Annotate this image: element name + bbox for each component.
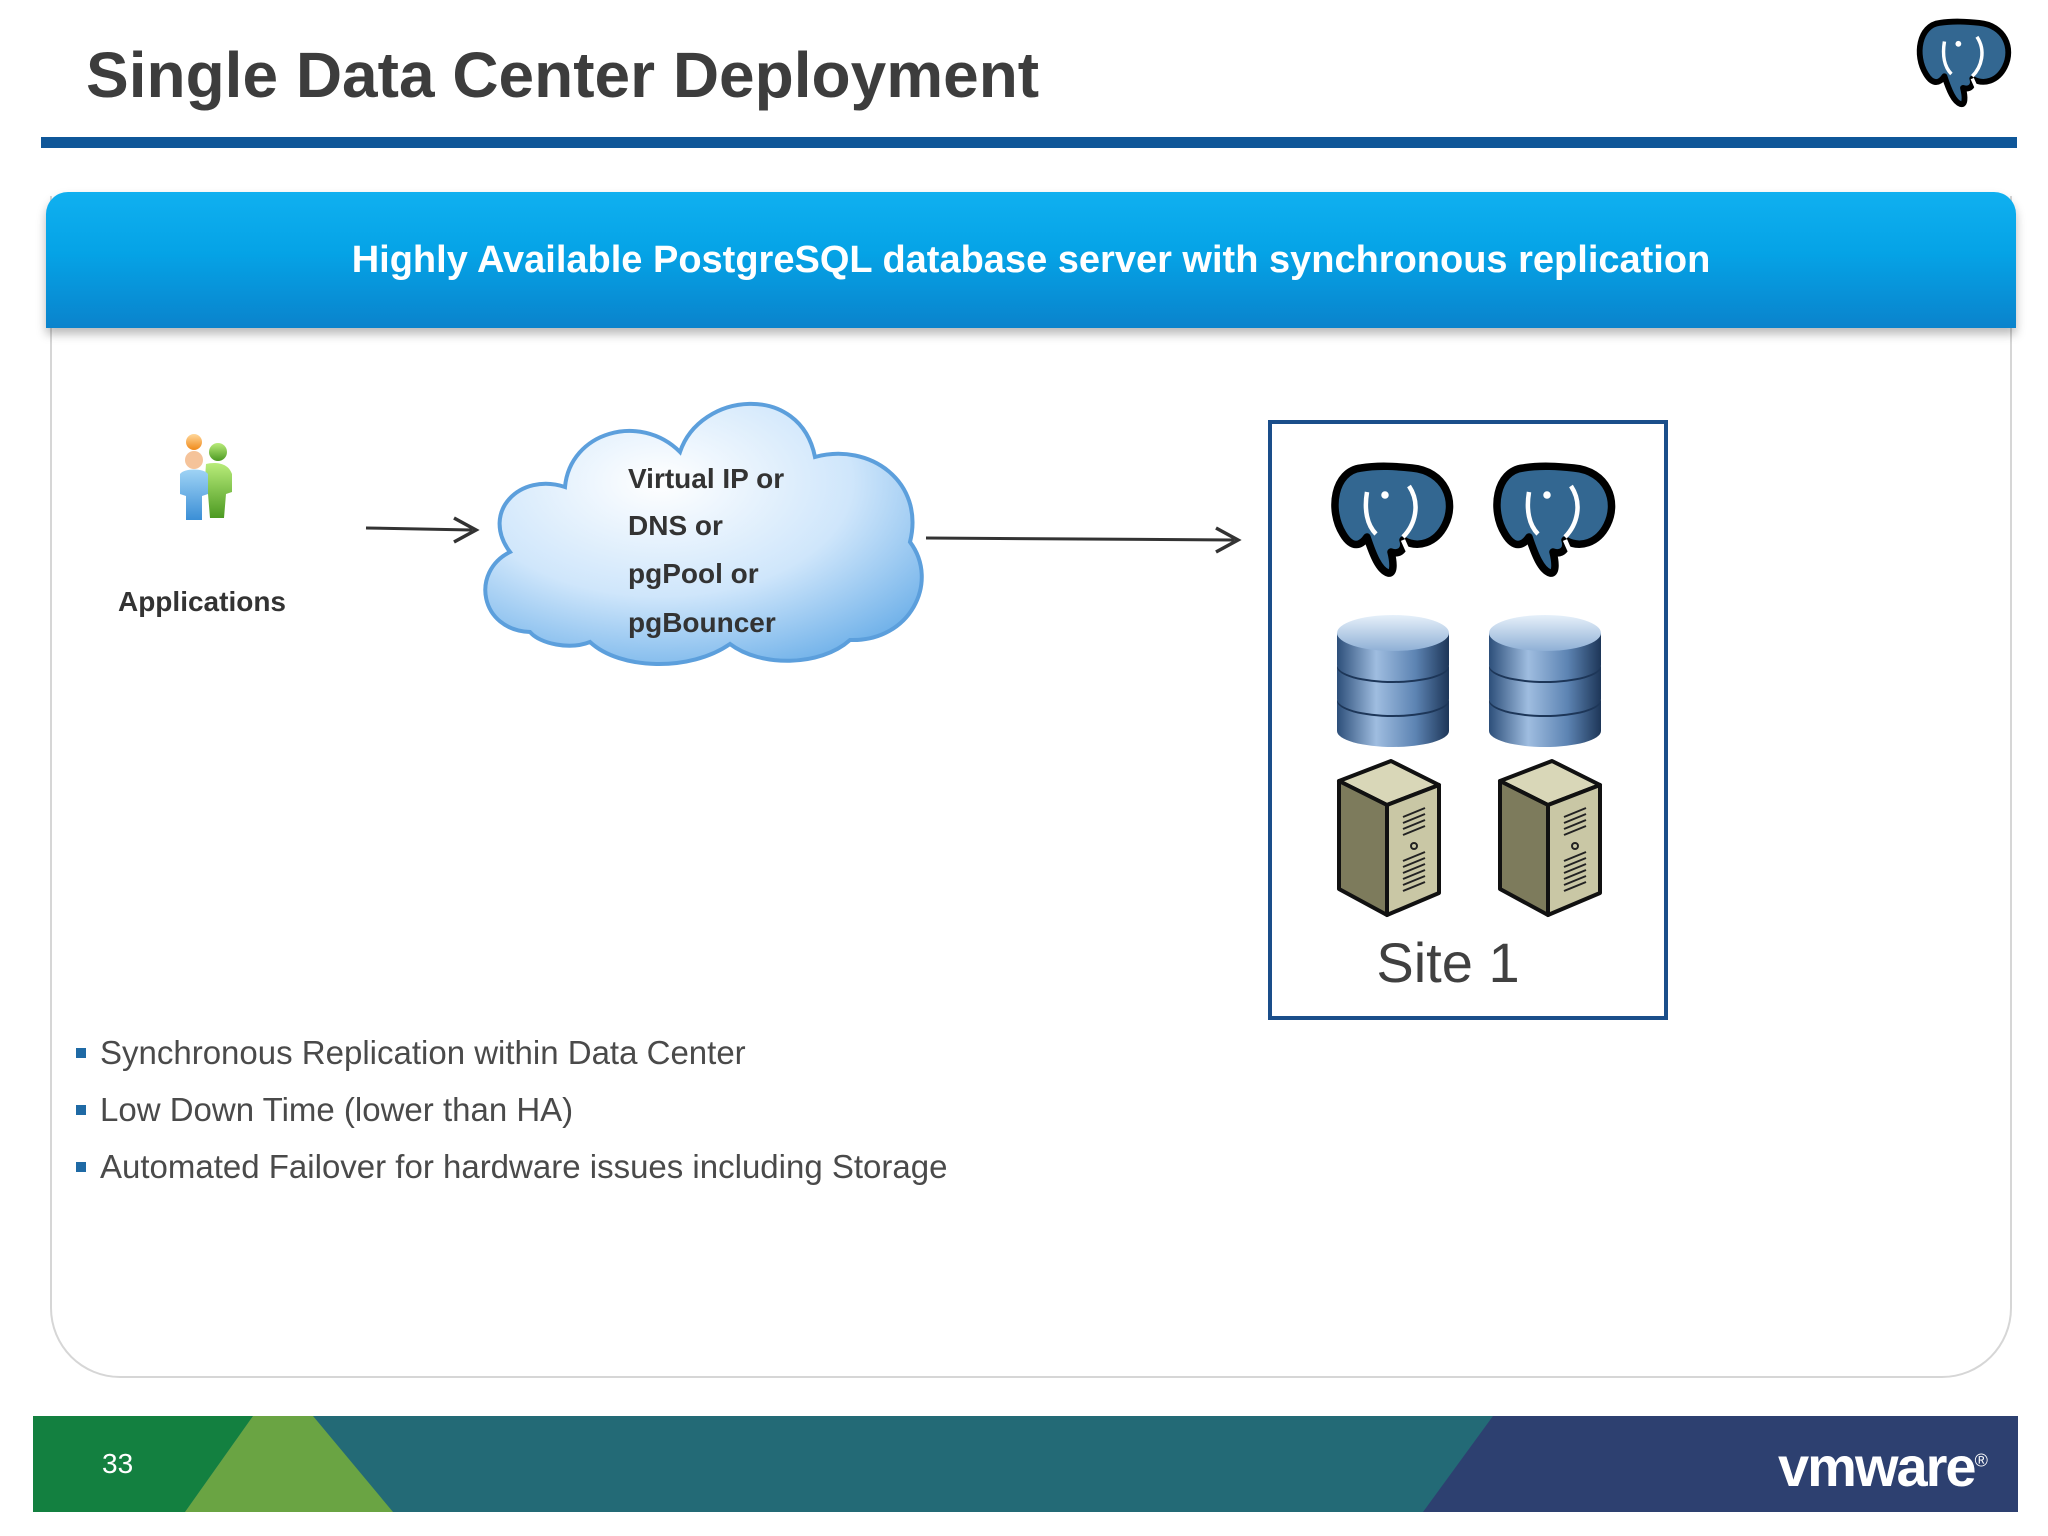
- cloud-line: Virtual IP or: [628, 463, 785, 494]
- postgresql-elephant-icon: [1331, 462, 1454, 585]
- banner-text: Highly Available PostgreSQL database ser…: [351, 238, 1711, 281]
- bullet-marker: [76, 1048, 86, 1058]
- vmware-logo-text: vmware: [1778, 1435, 1977, 1498]
- bullet-text: Synchronous Replication within Data Cent…: [100, 1034, 746, 1071]
- bullet-item: Low Down Time (lower than HA): [74, 1081, 947, 1138]
- banner: Highly Available PostgreSQL database ser…: [46, 192, 2016, 328]
- cloud-line: pgBouncer: [628, 607, 776, 638]
- bullet-list: Synchronous Replication within Data Cent…: [74, 1024, 947, 1195]
- postgresql-elephant-icon: [1493, 462, 1616, 585]
- bullet-marker: [76, 1162, 86, 1172]
- bullet-marker: [76, 1105, 86, 1115]
- vmware-logo: vmware®: [1778, 1434, 1988, 1499]
- cloud-icon: [483, 401, 924, 666]
- cloud-line: pgPool or: [628, 558, 759, 589]
- applications-label: Applications: [117, 586, 286, 617]
- footer-bar: [33, 1416, 2018, 1512]
- bullet-text: Low Down Time (lower than HA): [100, 1091, 574, 1128]
- server-icon: [1498, 759, 1602, 917]
- postgresql-elephant-icon: [1916, 18, 2012, 113]
- bullet-item: Automated Failover for hardware issues i…: [74, 1138, 947, 1195]
- bullet-item: Synchronous Replication within Data Cent…: [74, 1024, 947, 1081]
- database-icon: [1337, 615, 1449, 747]
- page-number: 33: [102, 1448, 134, 1479]
- server-icon: [1337, 759, 1441, 917]
- title-underline: [41, 137, 2017, 148]
- content-panel: [50, 196, 2012, 1378]
- users-icon: [180, 434, 232, 520]
- registered-mark: ®: [1974, 1450, 1988, 1471]
- site-box: [1268, 420, 1668, 1020]
- database-icon: [1489, 615, 1601, 747]
- slide-title: Single Data Center Deployment: [86, 39, 1040, 111]
- arrow-right-icon: [925, 526, 1242, 554]
- bullet-text: Automated Failover for hardware issues i…: [100, 1148, 948, 1185]
- site-label: Site 1: [1376, 931, 1520, 994]
- cloud-line: DNS or: [628, 510, 723, 541]
- arrow-right-icon: [365, 516, 480, 544]
